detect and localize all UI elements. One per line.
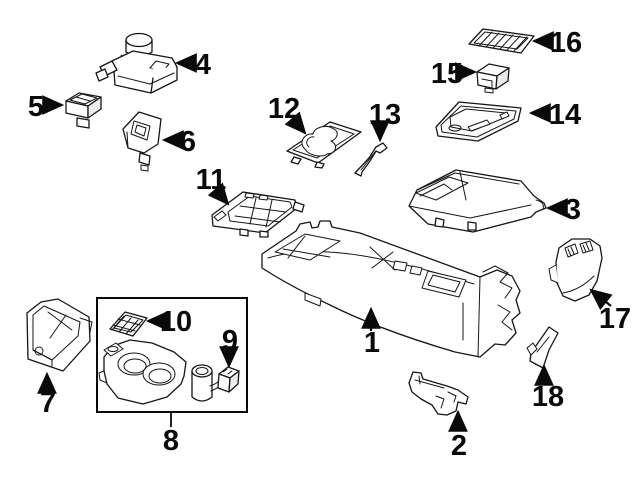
part-18-drawing <box>526 326 559 369</box>
svg-text:15[interactable]: 15 <box>431 58 463 90</box>
part-1-drawing <box>261 220 521 358</box>
callout-16[interactable]: 16 <box>531 27 582 59</box>
part-10-drawing <box>109 311 148 337</box>
part-17-drawing <box>548 238 603 302</box>
callout-9[interactable]: 9 <box>219 325 239 369</box>
callout-18[interactable]: 18 <box>532 363 564 413</box>
part-15-drawing <box>476 63 510 94</box>
callout-15[interactable]: 15 <box>431 58 478 90</box>
svg-text:17[interactable]: 17 <box>599 303 631 335</box>
callout-14[interactable]: 14 <box>528 99 581 131</box>
svg-text:14[interactable]: 14 <box>549 99 581 131</box>
svg-text:4[interactable]: 4 <box>195 49 211 81</box>
part-13-drawing <box>354 142 388 177</box>
callout-7[interactable]: 7 <box>37 371 57 419</box>
svg-text:12[interactable]: 12 <box>268 93 300 125</box>
group-8-box <box>96 297 248 413</box>
svg-text:11[interactable]: 11 <box>196 164 227 196</box>
svg-text:5[interactable]: 5 <box>28 91 44 123</box>
svg-text:18[interactable]: 18 <box>532 381 564 413</box>
callout-11[interactable]: 11 <box>196 164 230 206</box>
svg-text:1[interactable]: 1 <box>364 327 380 359</box>
part-12-drawing <box>286 121 362 169</box>
part-5-drawing <box>65 92 102 129</box>
callout-5[interactable]: 5 <box>28 91 65 123</box>
part-11-drawing <box>211 191 305 238</box>
callout-3[interactable]: 3 <box>545 194 581 226</box>
part-16-drawing <box>468 28 535 54</box>
callout-4[interactable]: 4 <box>174 49 211 81</box>
svg-text:6[interactable]: 6 <box>180 126 196 158</box>
svg-text:10[interactable]: 10 <box>160 306 192 338</box>
callout-1[interactable]: 1 <box>361 306 381 359</box>
svg-text:8[interactable]: 8 <box>163 425 179 457</box>
callout-8[interactable]: 8 <box>163 412 179 457</box>
callout-2[interactable]: 2 <box>448 409 468 462</box>
svg-text:13[interactable]: 13 <box>369 99 401 131</box>
callout-12[interactable]: 12 <box>268 93 307 135</box>
callout-6[interactable]: 6 <box>161 126 196 158</box>
svg-text:7[interactable]: 7 <box>40 387 56 419</box>
callout-13[interactable]: 13 <box>369 99 401 143</box>
svg-text:2[interactable]: 2 <box>451 430 467 462</box>
part-14-drawing <box>435 101 522 142</box>
part-6-drawing <box>122 111 162 172</box>
callout-10[interactable]: 10 <box>145 306 192 338</box>
part-4-drawing <box>95 32 178 94</box>
part-8-cupholder-drawing <box>98 339 187 405</box>
part-2-drawing <box>408 371 469 416</box>
svg-text:16[interactable]: 16 <box>550 27 582 59</box>
part-3-drawing <box>408 169 547 233</box>
svg-text:9[interactable]: 9 <box>222 325 238 357</box>
callout-17[interactable]: 17 <box>589 288 631 335</box>
part-9-drawing <box>191 364 240 402</box>
part-7-drawing <box>26 298 93 372</box>
svg-text:3[interactable]: 3 <box>565 194 581 226</box>
